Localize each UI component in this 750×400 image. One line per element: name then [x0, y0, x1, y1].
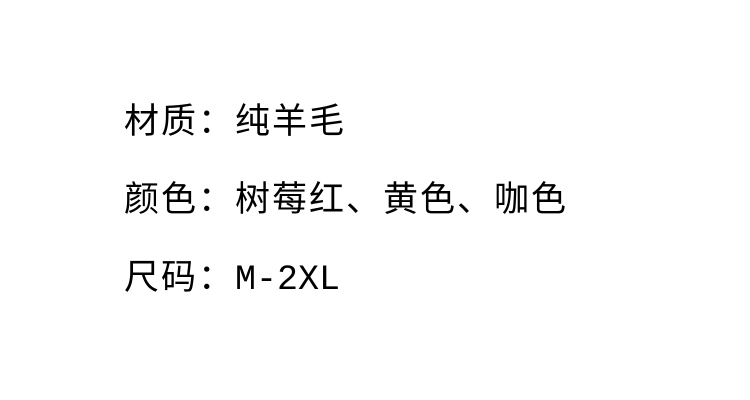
color-value: 树莓红、黄色、咖色: [235, 180, 569, 220]
material-row: 材质：纯羊毛: [124, 102, 346, 142]
material-value: 纯羊毛: [235, 102, 347, 142]
color-label: 颜色：: [124, 180, 236, 220]
material-label: 材质：: [124, 102, 236, 142]
size-row: 尺码：M-2XL: [124, 258, 340, 300]
size-value: M-2XL: [235, 260, 341, 300]
color-row: 颜色：树莓红、黄色、咖色: [124, 180, 568, 220]
size-label: 尺码：: [124, 258, 236, 298]
